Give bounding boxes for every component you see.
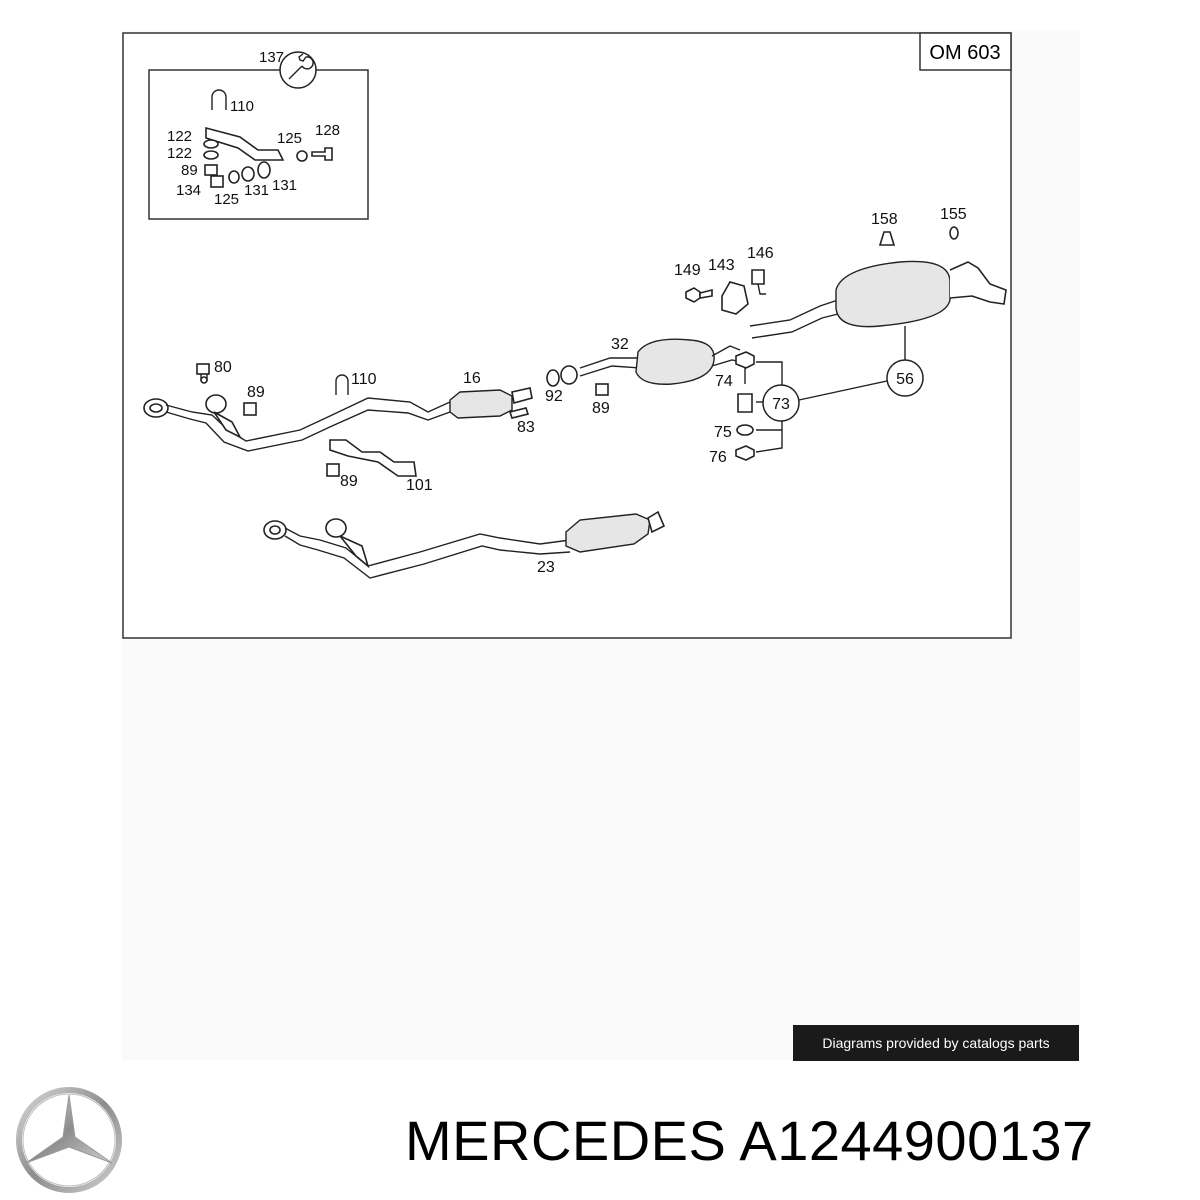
part-label-p75: 75 <box>714 424 732 441</box>
part-label-p110: 110 <box>351 371 377 388</box>
parts-80-89: 80 89 <box>196 359 265 416</box>
rings-92-89: 92 89 <box>545 365 610 417</box>
part-label-l122a: 122 <box>167 128 192 145</box>
part-label-p23: 23 <box>537 559 555 576</box>
part-label-p76: 76 <box>709 449 727 466</box>
part-label-p101: 101 <box>406 477 433 494</box>
engine-code-box: OM 603 <box>919 32 1012 71</box>
part-label-p158: 158 <box>871 211 898 228</box>
front-pipe-catalyst-23: 23 <box>263 510 666 579</box>
part-label-l122b: 122 <box>167 145 192 162</box>
part-label-p56: 56 <box>896 371 914 388</box>
part-label-l131a: 131 <box>244 182 269 199</box>
page-title: MERCEDES A1244900137 <box>405 1109 1094 1172</box>
catalyst-16: 16 83 <box>449 370 535 436</box>
part-label-p89c: 89 <box>340 473 358 490</box>
part-label-p83: 83 <box>517 419 535 436</box>
part-label-l131b: 131 <box>272 177 297 194</box>
u-bolt-110: 110 <box>335 371 377 395</box>
part-label-l128: 128 <box>315 122 340 139</box>
wrench-glyph <box>288 53 314 80</box>
part-label-l125top: 125 <box>277 130 302 147</box>
part-label-l89: 89 <box>181 162 198 179</box>
part-label-p74: 74 <box>715 373 733 390</box>
part-label-p92: 92 <box>545 388 563 405</box>
mercedes-star-logo-icon <box>16 1087 122 1193</box>
inset-tool-ref: 137 <box>259 49 284 66</box>
part-label-p89a: 89 <box>247 384 265 401</box>
middle-muffler-32: 32 <box>579 336 743 385</box>
part-label-l125bot: 125 <box>214 191 239 208</box>
part-label-p146: 146 <box>747 245 774 262</box>
front-pipe <box>143 394 451 452</box>
part-label-p73: 73 <box>772 396 790 413</box>
rear-muffler-56: 158 155 56 <box>749 206 1007 397</box>
engine-code: OM 603 <box>929 42 1000 64</box>
part-label-p143: 143 <box>708 257 735 274</box>
catalog-credit-text: Diagrams provided by catalogs parts <box>822 1035 1050 1051</box>
part-label-p16: 16 <box>463 370 481 387</box>
u-bolt-shape <box>211 89 227 110</box>
part-label-l134: 134 <box>176 182 201 199</box>
inset-box: 137 110 122 122 125 128 89 134 125 131 1… <box>148 49 369 220</box>
bracket-101: 89 101 <box>326 439 433 494</box>
catalog-credit-banner: Diagrams provided by catalogs parts <box>793 1025 1079 1061</box>
part-label-p80: 80 <box>214 359 232 376</box>
part-label-p155: 155 <box>940 206 967 223</box>
part-label-p32: 32 <box>611 336 629 353</box>
part-label-p149: 149 <box>674 262 701 279</box>
part-label-p89b: 89 <box>592 400 610 417</box>
bolt-shape <box>311 147 333 161</box>
part-label-l110: 110 <box>230 98 254 115</box>
fastener-group-73: 74 75 76 73 <box>709 351 888 466</box>
hanger-parts: 149 143 146 <box>674 245 774 315</box>
